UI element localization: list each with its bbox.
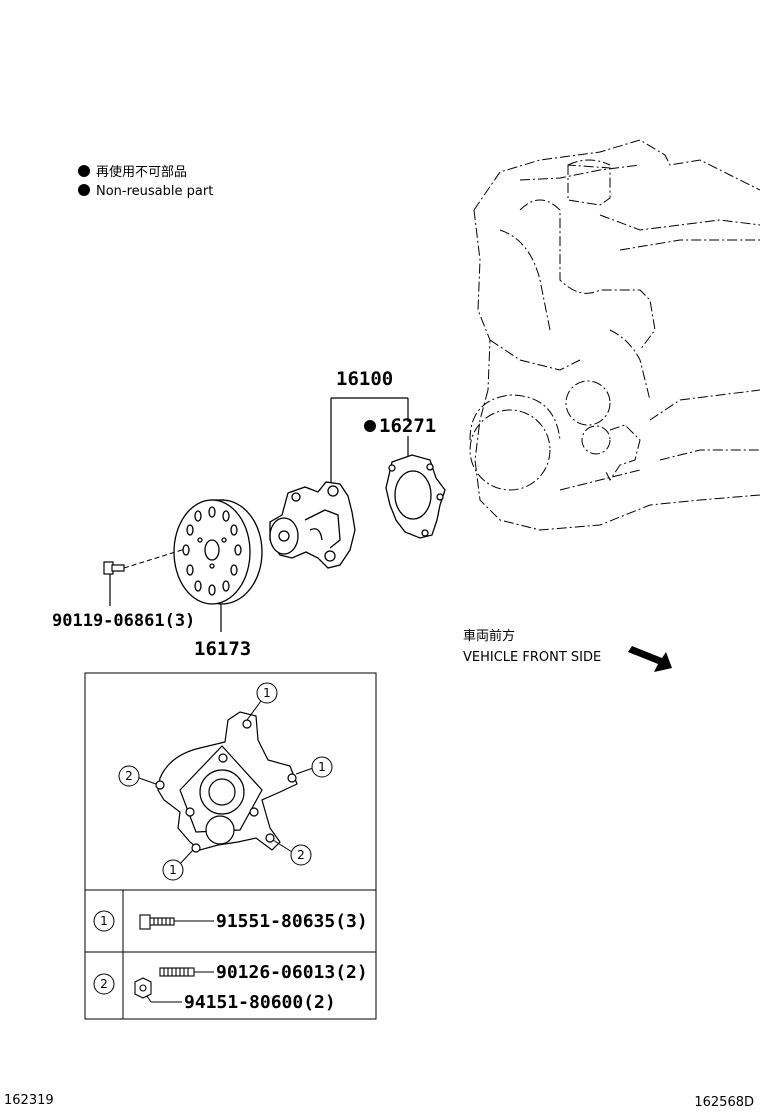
direction-en: VEHICLE FRONT SIDE	[463, 650, 601, 665]
part-number-91551: 91551-80635(3)	[216, 911, 368, 932]
part-number-94151: 94151-80600(2)	[184, 992, 336, 1013]
legend: 再使用不可部品 Non-reusable part	[78, 164, 213, 199]
part-number-90126: 90126-06013(2)	[216, 962, 368, 983]
footer-left-code: 162319	[4, 1093, 54, 1108]
pulley-drawing	[173, 499, 263, 605]
stud-90126-drawing	[159, 967, 195, 977]
detail-leaders	[138, 700, 314, 867]
marker-circle	[118, 765, 140, 787]
marker-label: 1	[169, 863, 177, 877]
bolt-drawing	[103, 561, 125, 575]
marker-circle	[311, 756, 333, 778]
part-number-16100: 16100	[336, 368, 393, 390]
front-arrow-icon	[628, 646, 672, 672]
row-marker-circle	[93, 910, 115, 932]
row-marker-label: 2	[100, 977, 108, 991]
non-reusable-bullet-icon	[364, 420, 376, 432]
water-pump-drawing	[269, 481, 356, 569]
marker-circle	[162, 859, 184, 881]
pump-rear-view-drawing	[155, 711, 298, 853]
marker-circle	[290, 844, 312, 866]
legend-ja: 再使用不可部品	[96, 164, 187, 180]
row-marker-circle	[93, 973, 115, 995]
part-number-16271: 16271	[379, 415, 436, 437]
detail-box	[84, 672, 377, 1020]
non-reusable-bullet-icon	[78, 165, 90, 177]
legend-en: Non-reusable part	[96, 184, 213, 199]
marker-label: 2	[125, 769, 133, 783]
part-number-90119: 90119-06861(3)	[52, 611, 195, 631]
engine-block-outline	[469, 139, 760, 531]
gasket-drawing	[385, 454, 446, 539]
detail-markers	[118, 682, 333, 881]
marker-label: 1	[263, 686, 271, 700]
footer-right-code: 162568D	[694, 1095, 754, 1110]
bolt-91551-drawing	[139, 914, 175, 930]
marker-label: 2	[297, 848, 305, 862]
row-marker-label: 1	[100, 914, 108, 928]
marker-label: 1	[318, 760, 326, 774]
marker-circle	[256, 682, 278, 704]
direction-ja: 車両前方	[463, 628, 515, 644]
nut-94151-drawing	[134, 977, 152, 999]
part-number-16173: 16173	[194, 638, 251, 660]
non-reusable-bullet-icon	[78, 184, 90, 196]
